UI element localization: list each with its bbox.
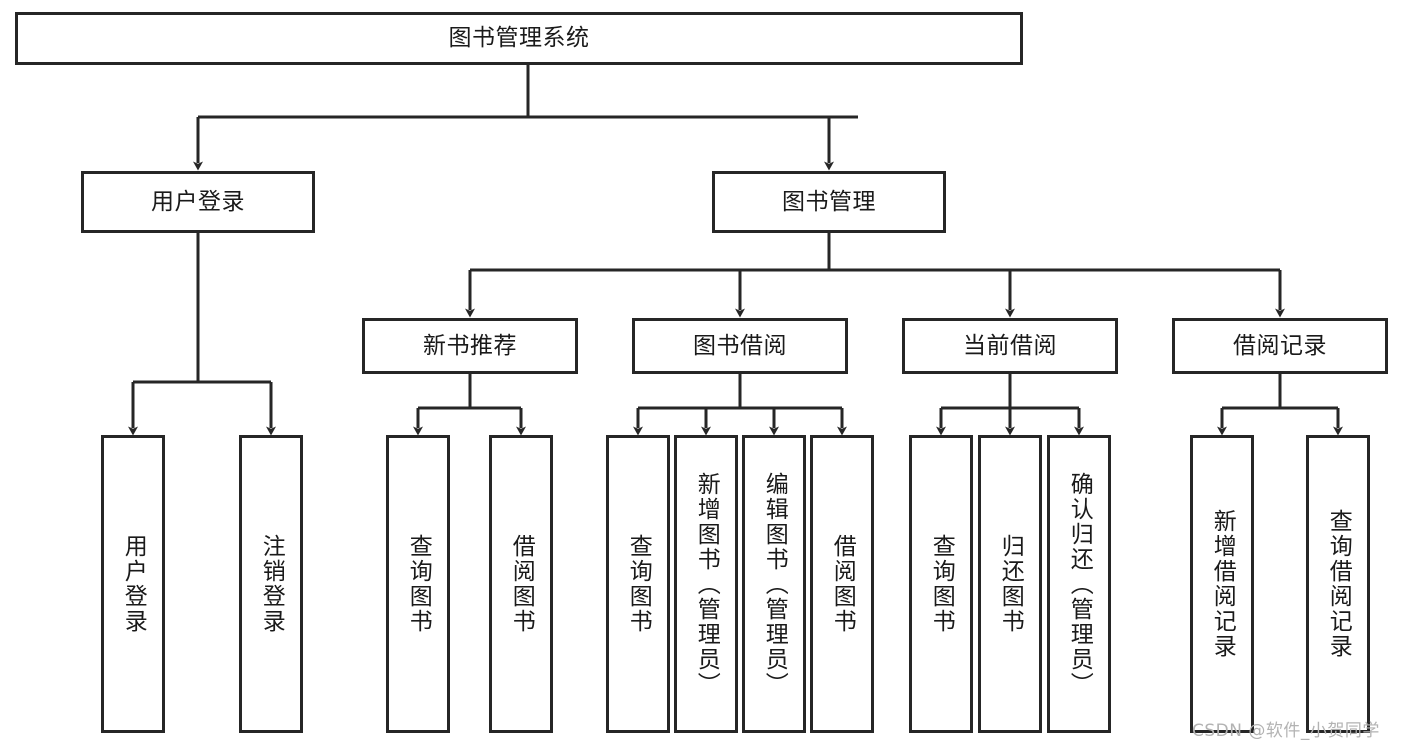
node-label: 新书推荐 xyxy=(423,332,517,359)
node-leaf-add-record[interactable]: 新增借阅记录 xyxy=(1190,435,1254,733)
node-label: 查询图书 xyxy=(928,534,955,634)
node-leaf-query-record[interactable]: 查询借阅记录 xyxy=(1306,435,1370,733)
node-user-login[interactable]: 用户登录 xyxy=(81,171,315,233)
node-leaf-logout-login[interactable]: 注销登录 xyxy=(239,435,303,733)
node-label: 当前借阅 xyxy=(963,332,1057,359)
node-label: 新增图书（管理员） xyxy=(693,471,720,697)
node-label: 图书借阅 xyxy=(693,332,787,359)
node-root-system[interactable]: 图书管理系统 xyxy=(15,12,1023,65)
node-label: 编辑图书（管理员） xyxy=(761,471,788,697)
node-leaf-query-book-1[interactable]: 查询图书 xyxy=(386,435,450,733)
node-leaf-confirm-return[interactable]: 确认归还（管理员） xyxy=(1047,435,1111,733)
node-book-management[interactable]: 图书管理 xyxy=(712,171,946,233)
node-leaf-user-login[interactable]: 用户登录 xyxy=(101,435,165,733)
node-label: 查询图书 xyxy=(405,534,432,634)
node-label: 注销登录 xyxy=(258,534,285,634)
node-leaf-borrow-book-1[interactable]: 借阅图书 xyxy=(489,435,553,733)
node-label: 借阅图书 xyxy=(829,534,856,634)
node-leaf-borrow-book-2[interactable]: 借阅图书 xyxy=(810,435,874,733)
node-leaf-return-book[interactable]: 归还图书 xyxy=(978,435,1042,733)
node-label: 查询借阅记录 xyxy=(1325,509,1352,659)
node-leaf-add-book[interactable]: 新增图书（管理员） xyxy=(674,435,738,733)
node-label: 归还图书 xyxy=(997,534,1024,634)
node-label: 借阅记录 xyxy=(1233,332,1327,359)
node-label: 图书管理 xyxy=(782,188,876,215)
node-leaf-edit-book[interactable]: 编辑图书（管理员） xyxy=(742,435,806,733)
watermark-text: CSDN @软件_小贺同学 xyxy=(1192,721,1380,741)
node-leaf-query-book-3[interactable]: 查询图书 xyxy=(909,435,973,733)
node-new-book-recommend[interactable]: 新书推荐 xyxy=(362,318,578,374)
node-leaf-query-book-2[interactable]: 查询图书 xyxy=(606,435,670,733)
node-label: 用户登录 xyxy=(120,534,147,634)
node-label: 借阅图书 xyxy=(508,534,535,634)
node-borrow-record[interactable]: 借阅记录 xyxy=(1172,318,1388,374)
node-label: 新增借阅记录 xyxy=(1209,509,1236,659)
node-label: 用户登录 xyxy=(151,188,245,215)
node-book-borrow[interactable]: 图书借阅 xyxy=(632,318,848,374)
node-label: 图书管理系统 xyxy=(448,25,590,52)
node-current-borrow[interactable]: 当前借阅 xyxy=(902,318,1118,374)
node-label: 确认归还（管理员） xyxy=(1066,471,1093,697)
node-label: 查询图书 xyxy=(625,534,652,634)
